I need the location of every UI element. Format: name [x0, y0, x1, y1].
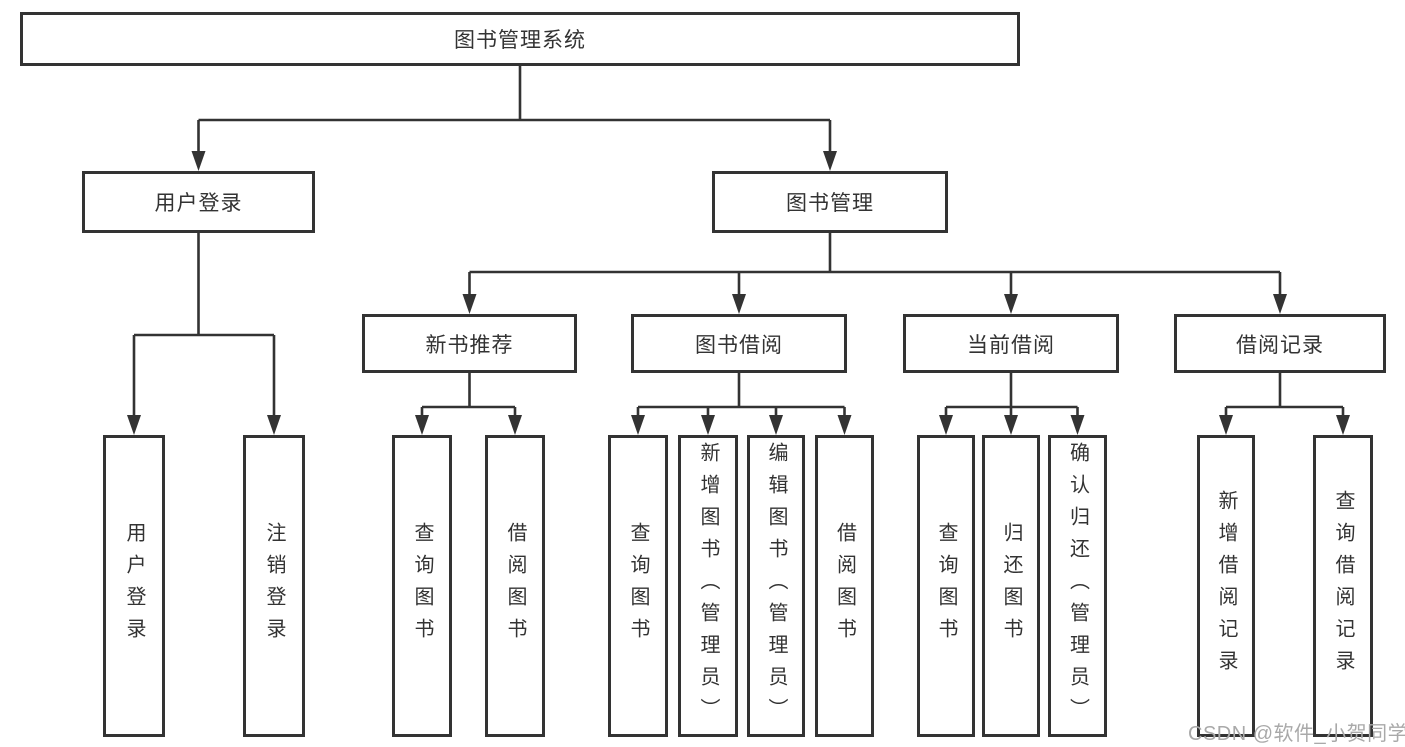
leaf-label: 查询图书 — [411, 522, 433, 650]
leaf-label: 借阅图书 — [504, 522, 526, 650]
node-current-borrow: 当前借阅 — [903, 314, 1119, 373]
leaf-add-borrow-record: 新增借阅记录 — [1197, 435, 1255, 737]
leaf-label: 查询借阅记录 — [1332, 490, 1354, 682]
leaf-edit-books-admin: 编辑图书（管理员） — [747, 435, 805, 737]
node-borrow-records: 借阅记录 — [1174, 314, 1386, 373]
leaf-query-borrow-record: 查询借阅记录 — [1313, 435, 1373, 737]
leaf-label: 用户登录 — [123, 522, 145, 650]
node-new-book-recommend: 新书推荐 — [362, 314, 577, 373]
leaf-logout: 注销登录 — [243, 435, 305, 737]
leaf-label: 注销登录 — [263, 522, 285, 650]
leaf-label: 查询图书 — [935, 522, 957, 650]
leaf-label: 归还图书 — [1000, 522, 1022, 650]
leaf-label: 编辑图书（管理员） — [765, 442, 787, 730]
leaf-user-login: 用户登录 — [103, 435, 165, 737]
leaf-add-books-admin: 新增图书（管理员） — [678, 435, 738, 737]
leaf-label: 确认归还（管理员） — [1066, 442, 1089, 730]
leaf-query-books-current: 查询图书 — [917, 435, 975, 737]
node-book-management: 图书管理 — [712, 171, 948, 233]
leaf-label: 新增借阅记录 — [1215, 490, 1237, 682]
leaf-label: 查询图书 — [627, 522, 649, 650]
node-root-system: 图书管理系统 — [20, 12, 1020, 66]
csdn-watermark: CSDN @软件_小贺同学 — [1188, 723, 1405, 745]
leaf-borrow-books: 借阅图书 — [815, 435, 874, 737]
leaf-label: 新增图书（管理员） — [697, 442, 719, 730]
leaf-return-books: 归还图书 — [982, 435, 1040, 737]
leaf-query-books-borrow: 查询图书 — [608, 435, 668, 737]
leaf-query-books-recommend: 查询图书 — [392, 435, 452, 737]
node-book-borrow: 图书借阅 — [631, 314, 847, 373]
leaf-borrow-books-recommend: 借阅图书 — [485, 435, 545, 737]
leaf-label: 借阅图书 — [833, 522, 856, 650]
leaf-confirm-return-admin: 确认归还（管理员） — [1048, 435, 1107, 737]
node-user-login: 用户登录 — [82, 171, 315, 233]
